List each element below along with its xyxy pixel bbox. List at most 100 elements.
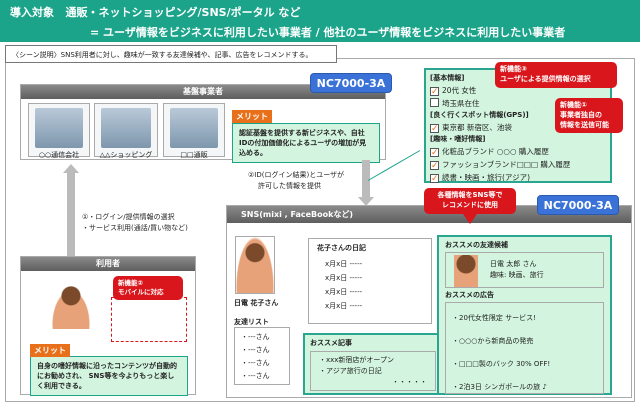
company-name: □□通販 [180, 151, 208, 159]
article-item[interactable]: ・xxx新宿店がオープン [319, 356, 395, 364]
info-item-text: 東京都 新宿区、池袋 [442, 123, 512, 132]
info-item[interactable]: ✓20代 女性 [430, 84, 606, 97]
user-avatar [235, 236, 275, 294]
callout-text: 各種情報をSNS等で [437, 191, 503, 199]
info-section-title: [趣味・嗜好情報] [430, 135, 486, 143]
scene-description: 〈シーン説明〉SNS利用者に対し、趣味が一致する友達候補や、記事、広告をレコメン… [5, 45, 337, 63]
base-operator-title: 基盤事業者 [21, 85, 385, 99]
diary-entry[interactable]: x月x日 ----- [325, 274, 363, 282]
merit-text: 認証基盤を提供する新ビジネスや、自社IDの付加価値化によるユーザの増加が見込める… [232, 123, 380, 164]
product-badge: NC7000-3A [537, 195, 619, 215]
product-badge: NC7000-3A [310, 73, 392, 93]
pc-user-illustration [48, 283, 94, 329]
info-section-title: [基本情報] [430, 74, 465, 82]
friend-rec-hobby: 趣味: 映画、旅行 [490, 271, 544, 279]
arrow-up-head [63, 164, 79, 173]
article-item[interactable]: ・アジア旅行の日記 [319, 367, 382, 375]
callout-title: 新機能① [560, 101, 587, 109]
info-item-text: 20代 女性 [442, 86, 477, 95]
merit-label: メリット [30, 344, 70, 357]
user-panel-title: 利用者 [21, 257, 195, 271]
checkbox-checked[interactable]: ✓ [430, 124, 439, 134]
callout-recommend: 各種情報をSNS等でレコメンドに使用 [424, 188, 516, 214]
mobile-user-illustration [111, 297, 187, 342]
info-item-text: 埼玉県在住 [442, 99, 480, 108]
sns-title: SNS(mixi , FaceBookなど) [227, 206, 631, 223]
friend-avatar [454, 255, 478, 287]
callout-text: モバイルに対応 [118, 288, 164, 297]
merit-label: メリット [232, 110, 272, 123]
info-item-text: ファッションブランド□□□ 購入履歴 [442, 160, 571, 169]
arrow-down-head [358, 197, 374, 206]
step2-line2: 許可した情報を提供 [258, 182, 321, 190]
step1-line1: ①・ログイン/提供情報の選択 [82, 213, 175, 221]
friend-item[interactable]: ・---さん [241, 372, 270, 380]
diary-title: 花子さんの日記 [317, 244, 366, 252]
diary-entry[interactable]: x月x日 ----- [325, 260, 363, 268]
info-item[interactable]: 埼玉県在住 [430, 97, 606, 110]
building-icon [35, 108, 83, 148]
ad-item[interactable]: ・○○○から新商品の発売 [452, 337, 534, 345]
recommendation-panel: おススメの友達候補 日電 太郎 さん趣味: 映画、旅行 おススメの広告 ・20代… [437, 235, 612, 395]
info-item[interactable]: ✓東京都 新宿区、池袋 [430, 121, 606, 134]
target-line1: 通販・ネットショッピング/SNS/ポータル など [65, 6, 301, 19]
info-item-text: 化粧品ブランド ○○○ 購入履歴 [442, 147, 549, 156]
callout-text: ユーザによる提供情報の選択 [500, 74, 591, 83]
checkbox-checked[interactable]: ✓ [430, 174, 439, 184]
base-merit: メリット 認証基盤を提供する新ビジネスや、自社IDの付加価値化によるユーザの増加… [232, 104, 380, 164]
recommended-articles: おススメ記事 ・xxx新宿店がオープン・アジア旅行の日記・・・・・ [303, 333, 443, 395]
merit-text: 自身の嗜好情報に沿ったコンテンツが自動的にお勧めされ、 SNS等を今よりもっと楽… [30, 356, 188, 397]
company-name: ○○通信会社 [38, 151, 80, 159]
info-item-text: 読書・映画・旅行(アジア) [442, 173, 531, 182]
arrow-down-red [463, 214, 477, 231]
friend-rec-card[interactable]: 日電 太郎 さん趣味: 映画、旅行 [445, 252, 604, 288]
building-icon [101, 108, 151, 148]
user-name: 日電 花子さん [234, 299, 279, 307]
articles-title: おススメ記事 [310, 339, 352, 347]
article-more: ・・・・・ [392, 378, 427, 386]
user-merit: メリット 自身の嗜好情報に沿ったコンテンツが自動的にお勧めされ、 SNS等を今よ… [30, 338, 188, 397]
checkbox-checked[interactable]: ✓ [430, 161, 439, 171]
friend-item[interactable]: ・---さん [241, 359, 270, 367]
checkbox-checked[interactable]: ✓ [430, 87, 439, 97]
arrow-down [362, 160, 370, 198]
info-item[interactable]: ✓化粧品ブランド ○○○ 購入履歴 [430, 145, 606, 158]
friend-rec-title: おススメの友達候補 [445, 241, 508, 249]
friends-list: ・---さん・---さん・---さん・---さん [234, 327, 290, 385]
info-item[interactable]: ✓ファッションブランド□□□ 購入履歴 [430, 158, 606, 171]
header-banner: 導入対象 通販・ネットショッピング/SNS/ポータル など = ユーザ情報をビジ… [0, 0, 640, 42]
ad-item[interactable]: ・20代女性限定 サービス! [452, 314, 536, 322]
ads-title: おススメの広告 [445, 291, 494, 299]
arrow-up [67, 172, 75, 256]
callout-text: 事業者独自の [560, 110, 602, 119]
friend-rec-name: 日電 太郎 さん [490, 260, 537, 268]
step1-line2: ・サービス利用(通話/買い物など) [82, 224, 188, 232]
ad-item[interactable]: ・2泊3日 シンガポールの旅 ♪ [452, 383, 547, 391]
checkbox-unchecked[interactable] [430, 98, 439, 107]
target-line2: = ユーザ情報をビジネスに利用したい事業者 / 他社のユーザ情報をビジネスに利用… [90, 26, 566, 39]
user-info-panel: [基本情報] ✓20代 女性 埼玉県在住 [良く行くスポット情報(GPS)] ✓… [424, 68, 612, 184]
diary-entry[interactable]: x月x日 ----- [325, 302, 363, 310]
building-icon [170, 108, 218, 148]
callout-title: 新機能② [118, 279, 144, 287]
target-label: 導入対象 [10, 6, 54, 19]
info-item[interactable]: ✓読書・映画・旅行(アジア) [430, 171, 606, 184]
ad-item[interactable]: ・□□□製のバック 30% OFF! [452, 360, 551, 368]
checkbox-checked[interactable]: ✓ [430, 148, 439, 158]
company-card: ○○通信会社 [28, 103, 90, 159]
friend-item[interactable]: ・---さん [241, 333, 270, 341]
diary-entry[interactable]: x月x日 ----- [325, 288, 363, 296]
callout-text: 情報を送信可能 [560, 120, 609, 129]
friend-item[interactable]: ・---さん [241, 346, 270, 354]
step2-line1: ②ID(ログイン結果)とユーザが [248, 171, 345, 179]
callout-title: 新機能③ [500, 65, 527, 73]
company-card: △△ショッピング [94, 103, 158, 159]
company-name: △△ショッピング [99, 151, 153, 159]
step2-label: ②ID(ログイン結果)とユーザが許可した情報を提供 [248, 170, 344, 192]
step1-label: ①・ログイン/提供情報の選択・サービス利用(通話/買い物など) [82, 212, 188, 234]
callout-text: レコメンドに使用 [442, 200, 498, 209]
diary-box: 花子さんの日記 x月x日 ----- x月x日 ----- x月x日 ----- x月… [308, 238, 432, 324]
